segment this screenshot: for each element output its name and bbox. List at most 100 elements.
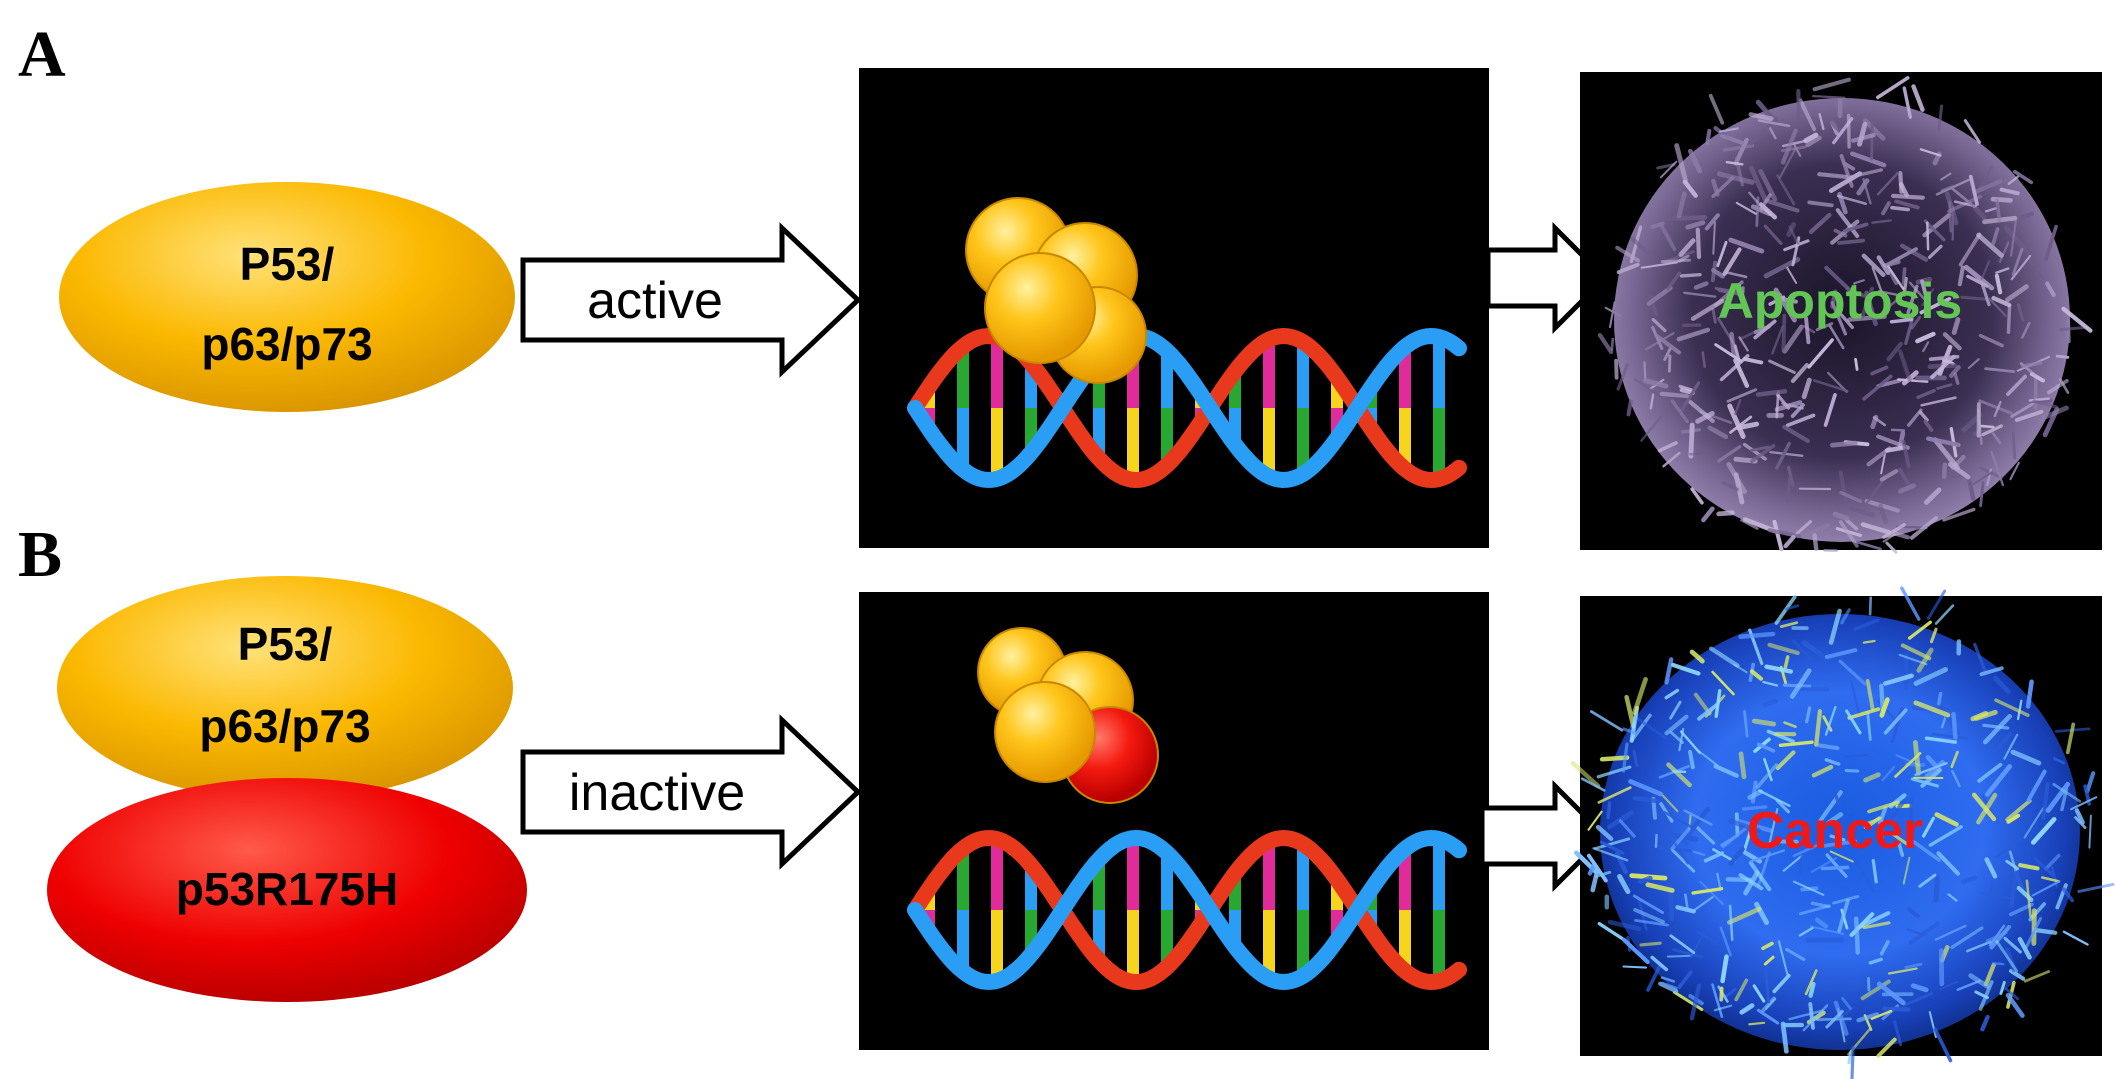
cell-texture-streak: [2038, 405, 2069, 422]
cell-texture-streak: [1847, 1050, 1853, 1065]
cell-texture-streak: [1658, 846, 1692, 853]
cell-texture-streak: [1968, 174, 1979, 206]
cell-texture-streak: [1994, 731, 2013, 753]
cell-texture-streak: [1661, 824, 1689, 846]
cell-texture-streak: [1624, 694, 1636, 729]
cell-texture-streak: [1683, 809, 1713, 826]
cell-texture-streak: [1768, 126, 1777, 140]
cell-texture-streak: [1801, 377, 1812, 400]
cell-texture-streak: [1800, 686, 1830, 692]
cell-texture-streak: [1742, 357, 1764, 365]
cell-texture-streak: [1860, 522, 1891, 535]
cell-texture-streak: [1940, 185, 1954, 192]
cell-texture-streak: [1595, 824, 1614, 842]
arrow-label-inactive: inactive: [569, 764, 745, 822]
cell-texture-streak: [1993, 675, 2011, 695]
cell-texture-streak: [1768, 359, 1796, 374]
cell-texture-streak: [2011, 431, 2017, 460]
cell-texture-streak: [1907, 620, 1933, 640]
cell-texture-streak: [1640, 261, 1678, 269]
cell-texture-streak: [1853, 916, 1861, 955]
cell-texture-streak: [1863, 772, 1881, 783]
cell-texture-streak: [1758, 168, 1778, 202]
cell-texture-streak: [1994, 273, 2003, 295]
cell-texture-streak: [1695, 825, 1716, 845]
cell-texture-streak: [1876, 1037, 1897, 1058]
cell-texture-streak: [1711, 308, 1717, 324]
cell-texture-streak: [1904, 962, 1923, 969]
cell-texture-streak: [1991, 295, 2012, 308]
cell-texture-streak: [1828, 608, 1842, 645]
cell-texture-streak: [1880, 450, 1887, 475]
cell-texture-streak: [1830, 289, 1838, 309]
cell-texture-streak: [1881, 297, 1900, 314]
cell-texture-streak: [1968, 973, 1990, 989]
cell-texture-streak: [1621, 742, 1629, 773]
cell-texture-streak: [1868, 596, 1873, 616]
cell-texture-streak: [1882, 1006, 1911, 1012]
cell-texture-streak: [1639, 941, 1662, 947]
cell-texture-streak: [2066, 318, 2071, 344]
cell-texture-streak: [1720, 954, 1729, 984]
cell-texture-streak: [1590, 868, 1600, 893]
cell-texture-streak: [1708, 93, 1725, 125]
cell-texture-streak: [1711, 178, 1720, 197]
cell-texture-streak: [1920, 279, 1931, 309]
cell-texture-streak: [1642, 378, 1669, 389]
cell-texture-streak: [1837, 809, 1852, 829]
cell-texture-streak: [1966, 274, 1989, 288]
oval-p53-family-b: [57, 576, 513, 800]
cell-texture-streak: [2023, 807, 2045, 839]
cell-texture-streak: [1737, 819, 1772, 833]
cell-texture-streak: [1597, 786, 1632, 804]
cell-texture-streak: [1735, 201, 1757, 215]
cell-texture-streak: [1768, 808, 1779, 845]
cell-texture-streak: [1814, 709, 1823, 747]
cell-texture-streak: [1810, 901, 1831, 909]
cell-texture-streak: [1812, 533, 1819, 552]
cell-texture-streak: [2023, 970, 2051, 983]
cell-texture-streak: [1666, 271, 1682, 291]
cell-texture-streak: [1939, 980, 1958, 991]
dna-strand-red: [907, 829, 1467, 991]
cell-texture-streak: [1794, 520, 1812, 536]
cell-texture-streak: [1728, 237, 1765, 254]
cell-texture-streak: [1757, 789, 1791, 807]
oval-text-b-line2: p63/p73: [199, 700, 370, 752]
cell-texture-streak: [1696, 930, 1720, 946]
cell-texture-streak: [1950, 750, 1959, 769]
cell-texture-streak: [2008, 968, 2026, 981]
cell-texture-streak: [1759, 193, 1772, 211]
cell-texture-streak: [1841, 997, 1852, 1011]
protein-sphere: [994, 681, 1096, 783]
cell-texture-streak: [1717, 445, 1742, 463]
cell-texture-streak: [1995, 838, 2022, 858]
cell-texture-streak: [1674, 843, 1689, 865]
cell-texture-streak: [1951, 317, 1961, 335]
dna-box-a: [859, 68, 1489, 548]
cell-texture-streak: [1927, 244, 1943, 259]
cell-texture-streak: [1988, 297, 2007, 317]
cell-texture-streak: [1882, 523, 1906, 539]
cell-texture-streak: [1908, 921, 1940, 945]
cell-texture-streak: [1947, 893, 1958, 902]
cell-texture-streak: [1832, 895, 1860, 905]
cell-texture-streak: [2085, 771, 2096, 794]
cell-texture-streak: [2033, 857, 2054, 877]
cell-texture-streak: [2052, 757, 2065, 765]
cell-texture-streak: [2074, 808, 2085, 825]
cell-texture-streak: [1966, 940, 1992, 953]
cell-texture-streak: [1671, 848, 1696, 873]
cell-texture-streak: [1716, 510, 1735, 517]
cell-texture-streak: [1853, 279, 1865, 285]
cell-texture-streak: [1716, 872, 1722, 889]
cell-texture-streak: [1690, 298, 1725, 322]
cell-texture-streak: [1865, 679, 1875, 711]
cell-texture-streak: [1635, 716, 1667, 740]
cell-texture-streak: [1725, 160, 1744, 166]
cell-texture-streak: [1915, 276, 1933, 285]
cell-texture-streak: [1901, 267, 1907, 285]
cell-texture-streak: [1980, 281, 1991, 307]
cell-texture-streak: [1780, 128, 1798, 165]
cell-texture-streak: [1590, 710, 1624, 732]
